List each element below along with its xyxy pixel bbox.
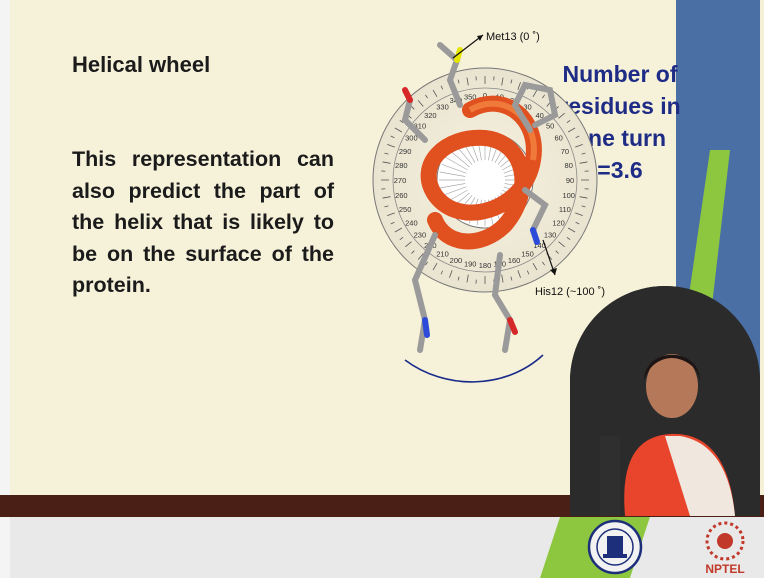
degree-label: 100 xyxy=(562,191,575,200)
degree-label: 130 xyxy=(544,231,557,240)
degree-label: 120 xyxy=(552,219,565,228)
degree-label: 160 xyxy=(508,256,521,265)
degree-label: 250 xyxy=(399,205,412,214)
degree-label: 70 xyxy=(561,147,569,156)
annotation-arc xyxy=(405,355,543,382)
presenter-figure xyxy=(570,286,760,516)
degree-label: 110 xyxy=(559,205,571,214)
degree-label: 270 xyxy=(394,176,407,185)
degree-label: 260 xyxy=(395,191,408,200)
degree-label: 90 xyxy=(566,176,574,185)
presenter-video xyxy=(570,286,760,516)
nptel-logo-icon: NPTEL xyxy=(690,517,760,578)
degree-label: 150 xyxy=(521,250,534,259)
nptel-logo-text: NPTEL xyxy=(705,562,744,576)
label-met13: Met13 (0 ˚) xyxy=(486,31,540,43)
institute-logo-icon xyxy=(585,518,645,576)
degree-label: 240 xyxy=(405,219,418,228)
footer: NPTEL xyxy=(10,517,764,578)
left-border xyxy=(0,0,10,578)
degree-label: 280 xyxy=(395,161,408,170)
degree-label: 200 xyxy=(450,256,463,265)
degree-label: 320 xyxy=(424,111,437,120)
footer-decoration xyxy=(10,517,764,578)
degree-label: 180 xyxy=(479,261,492,270)
degree-label: 290 xyxy=(399,147,412,156)
degree-label: 50 xyxy=(546,121,554,130)
degree-label: 330 xyxy=(436,102,449,111)
degree-label: 60 xyxy=(554,134,562,143)
slide-heading: Helical wheel xyxy=(72,52,210,78)
degree-label: 190 xyxy=(464,260,477,269)
degree-label: 210 xyxy=(436,250,449,259)
slide-body-text: This representation can also predict the… xyxy=(72,144,334,302)
degree-label: 230 xyxy=(414,231,427,240)
degree-label: 80 xyxy=(565,161,573,170)
